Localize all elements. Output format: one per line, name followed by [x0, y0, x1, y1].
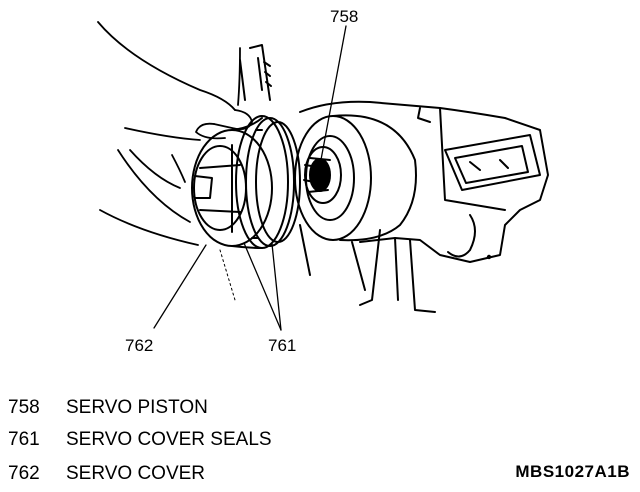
legend-number: 761: [8, 429, 40, 450]
legend-item-758: 758 SERVO PISTON: [8, 398, 208, 417]
transmission-case: [239, 44, 549, 313]
legend-label: SERVO COVER SEALS: [66, 429, 272, 450]
legend-label: SERVO COVER: [66, 463, 206, 484]
leader-lines: [153, 25, 347, 331]
hand: [97, 21, 253, 246]
callout-762: 762: [125, 336, 154, 355]
legend-number: 758: [8, 397, 40, 418]
legend-label: SERVO PISTON: [66, 397, 208, 418]
servo-bore: [294, 114, 417, 242]
servo-cover: [191, 117, 273, 249]
callout-758: 758: [330, 7, 359, 26]
servo-piston: [303, 146, 342, 204]
callout-761: 761: [268, 336, 297, 355]
servo-cover-seals: [235, 115, 301, 249]
legend-item-762: 762 SERVO COVER: [8, 464, 205, 483]
figure-code: MBS1027A1B: [515, 462, 630, 481]
legend-item-761: 761 SERVO COVER SEALS: [8, 430, 272, 449]
legend-number: 762: [8, 463, 40, 484]
construction-marks: [219, 249, 236, 301]
